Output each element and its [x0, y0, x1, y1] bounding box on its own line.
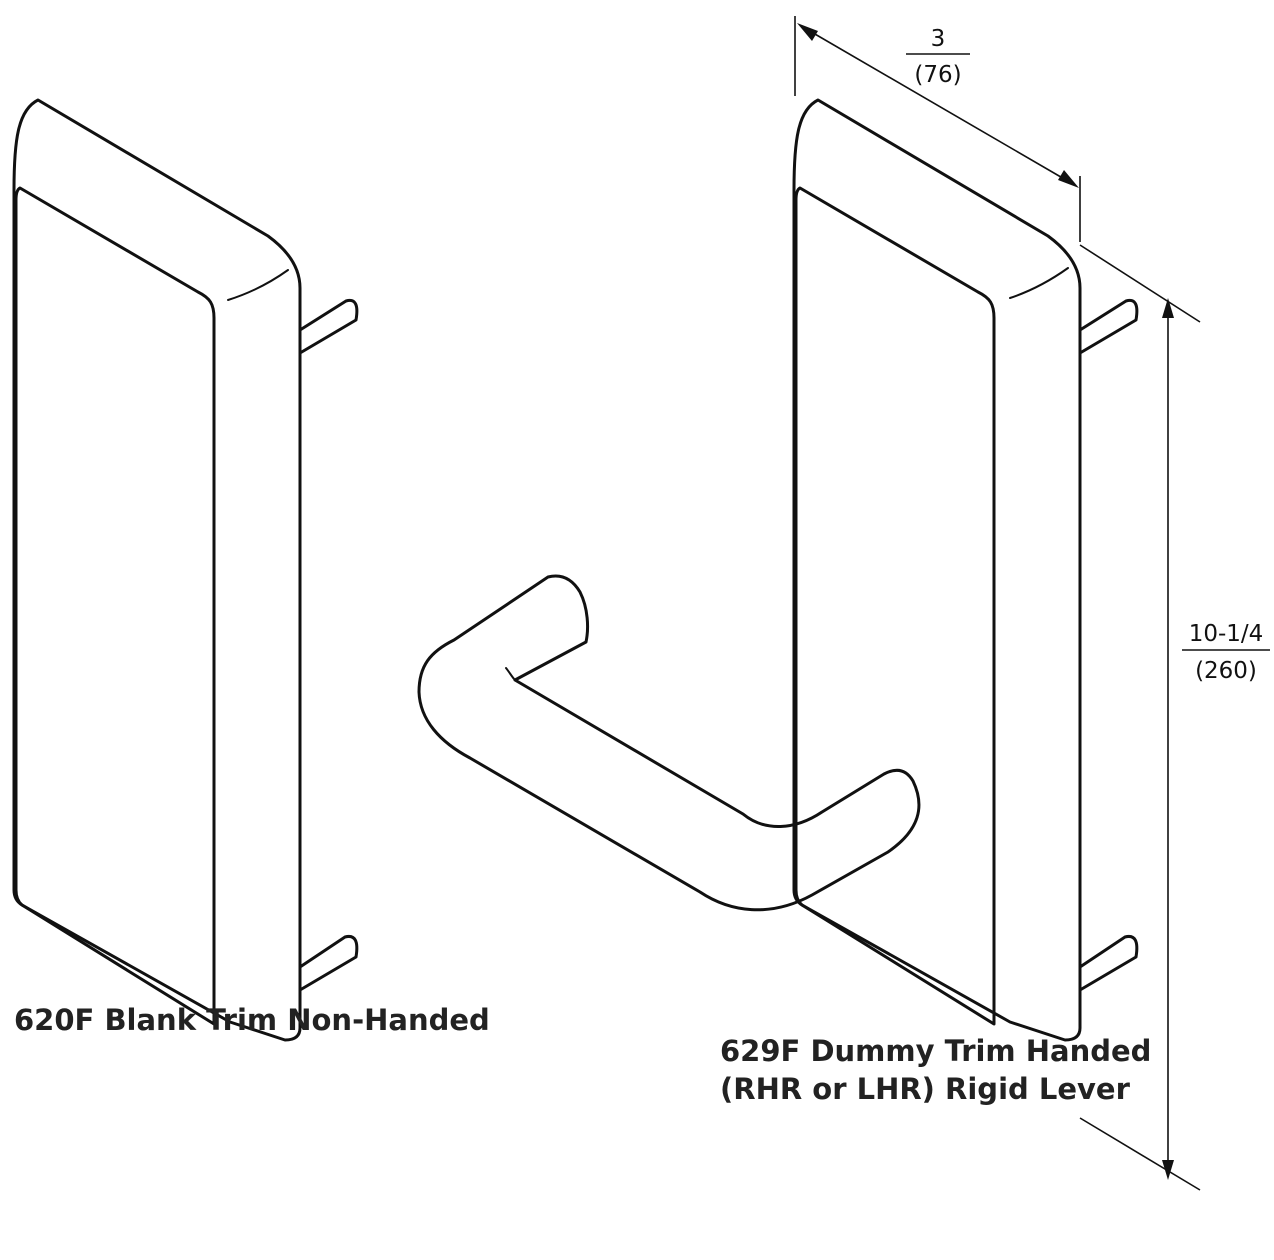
- trim-top-arc: [1009, 267, 1069, 299]
- caption-blank-trim: 620F Blank Trim Non-Handed: [14, 1001, 490, 1039]
- caption-dummy-trim-line1: 629F Dummy Trim Handed: [720, 1034, 1152, 1068]
- dimension-width: 3 (76): [794, 16, 1081, 242]
- mounting-stud-bottom: [298, 934, 359, 992]
- lever-outline: [417, 574, 921, 912]
- mounting-stud-bottom: [1078, 934, 1139, 992]
- mounting-stud-top: [1078, 298, 1139, 355]
- blank-trim-620f: [12, 98, 359, 1042]
- trim-top-arc: [227, 269, 289, 301]
- trim-front-face: [794, 186, 996, 1026]
- caption-dummy-trim-line2: (RHR or LHR) Rigid Lever: [720, 1072, 1130, 1106]
- lever-tip-curl: [505, 667, 516, 681]
- caption-dummy-trim: 629F Dummy Trim Handed (RHR or LHR) Rigi…: [720, 1032, 1151, 1108]
- trim-front-face: [14, 186, 216, 1026]
- width-inches: 3: [931, 26, 946, 52]
- trim-body-outline: [12, 98, 302, 1042]
- dummy-trim-629f: [417, 98, 1139, 1042]
- caption-blank-trim-text: 620F Blank Trim Non-Handed: [14, 1003, 490, 1037]
- dimension-height: 10-1/4 (260): [1079, 244, 1270, 1191]
- rigid-lever: [417, 574, 921, 912]
- width-millimeters: (76): [914, 62, 961, 88]
- height-millimeters: (260): [1195, 658, 1257, 684]
- trim-body-outline: [792, 98, 1082, 1042]
- mounting-stud-top: [298, 298, 359, 355]
- height-inches: 10-1/4: [1189, 621, 1264, 647]
